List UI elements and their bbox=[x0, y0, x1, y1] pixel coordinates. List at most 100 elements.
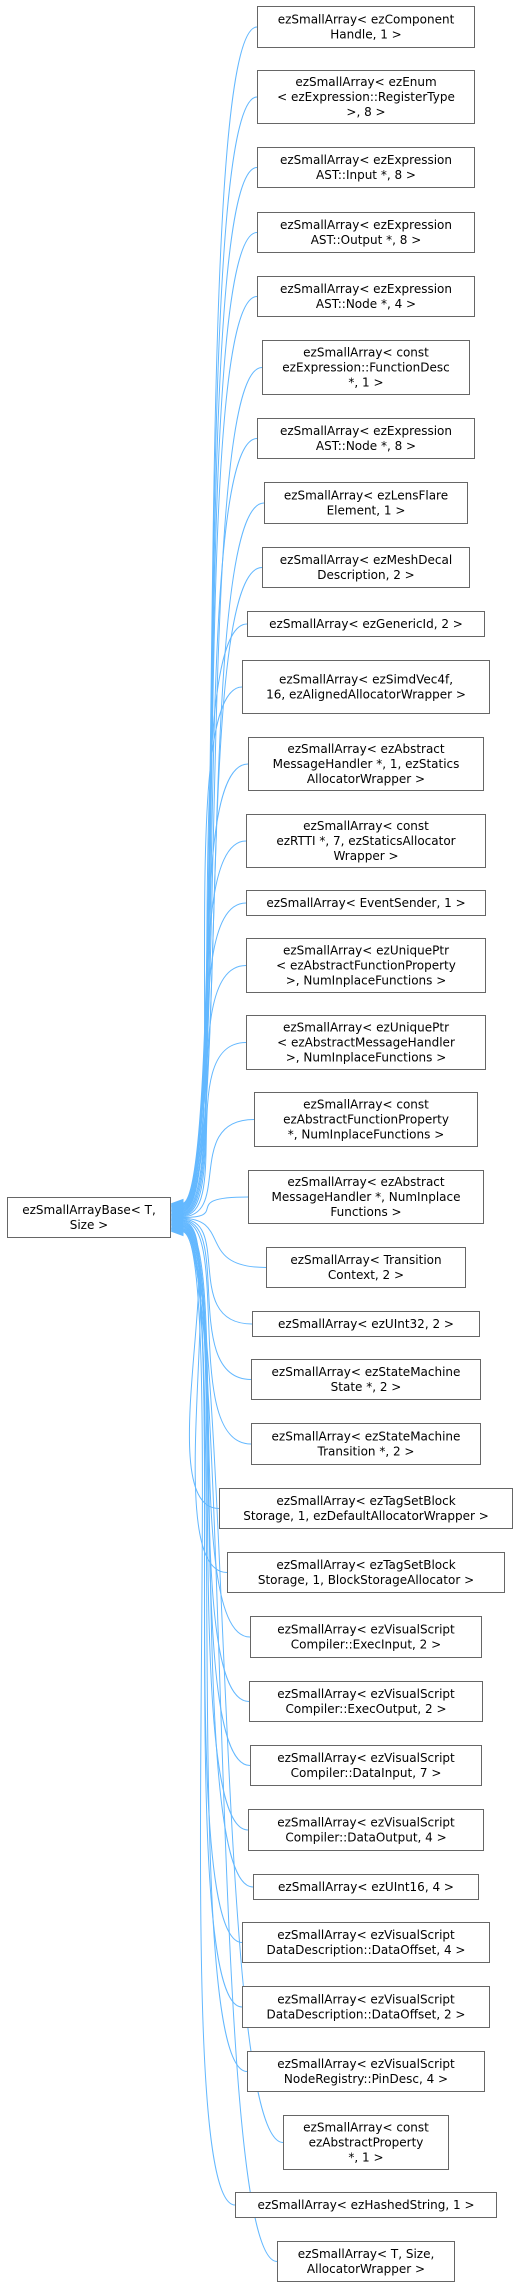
edge-line bbox=[181, 1222, 251, 1638]
node-box bbox=[246, 1015, 486, 1070]
derived-class-node[interactable]: ezSmallArray< ezEnum< ezExpression::Regi… bbox=[257, 70, 475, 124]
node-label-line: ezSmallArray< ezSimdVec4f, bbox=[279, 673, 453, 687]
node-box bbox=[257, 6, 475, 48]
derived-class-node[interactable]: ezSmallArray< ezVisualScriptCompiler::Da… bbox=[248, 1809, 484, 1851]
node-label-line: Storage, 1, ezDefaultAllocatorWrapper > bbox=[243, 1509, 489, 1523]
derived-class-node[interactable]: ezSmallArray< constezAbstractProperty*, … bbox=[283, 2115, 449, 2170]
node-label-line: >, NumInplaceFunctions > bbox=[286, 1051, 447, 1065]
node-box bbox=[262, 340, 470, 395]
node-box bbox=[250, 1616, 482, 1658]
node-label-line: AST::Input *, 8 > bbox=[316, 168, 416, 182]
node-box bbox=[247, 2051, 485, 2092]
edge-line bbox=[181, 1042, 247, 1217]
node-box bbox=[248, 1170, 484, 1224]
node-label-line: ezSmallArray< ezUniquePtr bbox=[283, 1021, 449, 1035]
node-label-line: Element, 1 > bbox=[327, 504, 406, 518]
node-box bbox=[249, 1681, 483, 1722]
edge-line bbox=[181, 623, 248, 1212]
inheritance-edge bbox=[170, 1042, 247, 1221]
node-box bbox=[262, 547, 470, 588]
edge-line bbox=[181, 902, 247, 1215]
derived-class-node[interactable]: ezSmallArray< ezUniquePtr< ezAbstractMes… bbox=[246, 1015, 486, 1070]
node-label-line: Wrapper > bbox=[333, 849, 398, 863]
node-box bbox=[252, 1311, 480, 1337]
node-label-line: DataDescription::DataOffset, 2 > bbox=[267, 2008, 466, 2022]
node-label-line: ezSmallArray< ezVisualScript bbox=[277, 1928, 455, 1942]
node-label-line: ezSmallArrayBase< T, bbox=[22, 1203, 156, 1217]
node-label-line: ezExpression::FunctionDesc bbox=[282, 361, 449, 375]
node-label-line: AllocatorWrapper > bbox=[307, 772, 425, 786]
node-label-line: NodeRegistry::PinDesc, 4 > bbox=[284, 2072, 448, 2086]
edge-line bbox=[181, 1230, 236, 2206]
derived-class-node[interactable]: ezSmallArray< constezAbstractFunctionPro… bbox=[254, 1092, 478, 1147]
edge-line bbox=[181, 232, 258, 1207]
node-label-line: *, 1 > bbox=[348, 376, 383, 390]
derived-class-node[interactable]: ezSmallArray< ezVisualScriptNodeRegistry… bbox=[247, 2051, 485, 2092]
derived-class-node[interactable]: ezSmallArray< ezVisualScriptDataDescript… bbox=[242, 1986, 490, 2028]
node-box bbox=[246, 814, 486, 868]
node-box bbox=[247, 611, 485, 637]
node-box bbox=[257, 147, 475, 188]
node-label-line: ezSmallArray< ezUInt16, 4 > bbox=[278, 1880, 454, 1894]
node-label-line: ezSmallArray< ezUniquePtr bbox=[283, 944, 449, 958]
node-label-line: ezSmallArray< ezVisualScript bbox=[277, 1687, 455, 1701]
derived-class-node[interactable]: ezSmallArray< ezUInt16, 4 > bbox=[253, 1874, 479, 1900]
derived-class-node[interactable]: ezSmallArray< ezHashedString, 1 > bbox=[235, 2192, 497, 2218]
node-label-line: ezSmallArray< ezTagSetBlock bbox=[276, 1494, 455, 1508]
node-label-line: ezSmallArray< const bbox=[303, 819, 429, 833]
node-label-line: Compiler::ExecOutput, 2 > bbox=[286, 1702, 447, 1716]
node-label-line: AST::Node *, 8 > bbox=[316, 439, 416, 453]
node-label-line: ezSmallArray< ezVisualScript bbox=[277, 1751, 455, 1765]
node-label-line: AST::Output *, 8 > bbox=[311, 233, 422, 247]
derived-class-node[interactable]: ezSmallArray< T, Size,AllocatorWrapper > bbox=[277, 2241, 455, 2282]
derived-class-node[interactable]: ezSmallArray< ezUniquePtr< ezAbstractFun… bbox=[246, 938, 486, 993]
node-label-line: ezSmallArray< ezTagSetBlock bbox=[276, 1558, 455, 1572]
node-label-line: AST::Node *, 4 > bbox=[316, 297, 416, 311]
derived-class-node[interactable]: ezSmallArray< ezAbstractMessageHandler *… bbox=[248, 737, 484, 791]
node-label-line: ezRTTI *, 7, ezStaticsAllocator bbox=[276, 834, 455, 848]
derived-class-node[interactable]: ezSmallArray< ezUInt32, 2 > bbox=[252, 1311, 480, 1337]
node-label-line: Context, 2 > bbox=[328, 1268, 404, 1282]
node-label-line: ezSmallArray< ezEnum bbox=[295, 75, 436, 89]
node-box bbox=[219, 1488, 513, 1529]
derived-class-node[interactable]: ezSmallArray< ezVisualScriptCompiler::Ex… bbox=[249, 1681, 483, 1722]
node-label-line: MessageHandler *, NumInplace bbox=[272, 1190, 461, 1204]
node-label-line: ezSmallArray< ezExpression bbox=[280, 424, 452, 438]
derived-class-node[interactable]: ezSmallArray< ezVisualScriptCompiler::Ex… bbox=[250, 1616, 482, 1658]
node-box bbox=[250, 1745, 482, 1786]
derived-class-node[interactable]: ezSmallArray< EventSender, 1 > bbox=[246, 890, 486, 916]
node-box bbox=[246, 890, 486, 916]
node-box bbox=[266, 1247, 466, 1288]
edge-line bbox=[181, 1119, 255, 1218]
node-box bbox=[257, 70, 475, 124]
node-box bbox=[248, 1809, 484, 1851]
derived-class-node[interactable]: ezSmallArray< ezGenericId, 2 > bbox=[247, 611, 485, 637]
derived-class-node[interactable]: ezSmallArray< constezExpression::Functio… bbox=[262, 340, 470, 395]
derived-class-node[interactable]: ezSmallArray< ezVisualScriptDataDescript… bbox=[242, 1922, 490, 1963]
inheritance-edge bbox=[170, 96, 258, 1210]
derived-class-node[interactable]: ezSmallArray< ezVisualScriptCompiler::Da… bbox=[250, 1745, 482, 1786]
node-label-line: ezSmallArray< ezAbstract bbox=[287, 1175, 445, 1189]
derived-class-node[interactable]: ezSmallArray< ezAbstractMessageHandler *… bbox=[248, 1170, 484, 1224]
base-class-node[interactable]: ezSmallArrayBase< T,Size > bbox=[7, 1197, 171, 1238]
node-label-line: DataDescription::DataOffset, 4 > bbox=[267, 1943, 466, 1957]
node-box bbox=[242, 1922, 490, 1963]
node-label-line: ezSmallArray< T, Size, bbox=[298, 2247, 435, 2261]
node-label-line: *, NumInplaceFunctions > bbox=[288, 1128, 445, 1142]
derived-class-node[interactable]: ezSmallArray< ezSimdVec4f,16, ezAlignedA… bbox=[242, 660, 490, 714]
node-box bbox=[246, 938, 486, 993]
